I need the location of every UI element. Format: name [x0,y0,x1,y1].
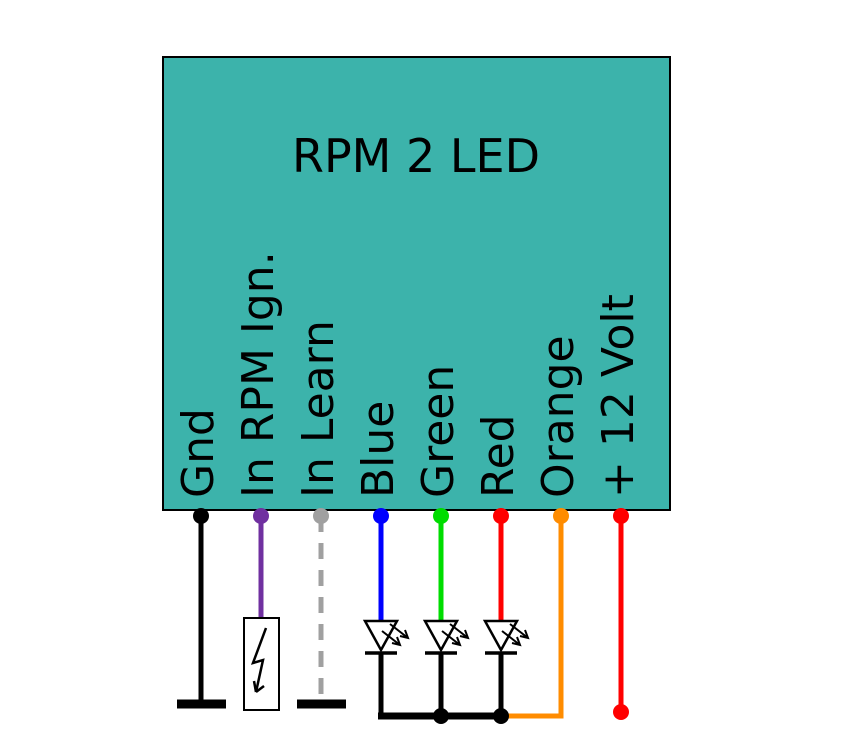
bus-junction-dot-green [433,708,449,724]
wire-end-dot-12volt [613,704,629,720]
pin-dot-green [433,508,449,524]
pin-label-green: Green [413,365,464,498]
led-blue-emission-arrow-1 [381,630,402,647]
ignition-bolt-arrowhead [252,680,265,693]
pin-label-red: Red [473,414,524,498]
module-title: RPM 2 LED [292,129,540,183]
led-blue-emission-arrow-2 [389,623,410,640]
led-red-emission-arrow-1 [501,630,522,647]
module-box [162,56,671,511]
ignition-bolt-icon [250,627,268,693]
pin-dot-orange [553,508,569,524]
pin-dot-12volt [613,508,629,524]
bus-junction-dot-red [493,708,509,724]
pin-label-gnd: Gnd [173,408,224,498]
pin-dot-in-rpm-ign [253,508,269,524]
pin-label-in-rpm-ign: In RPM Ign. [233,251,284,498]
wire-orange [503,516,564,719]
pin-dot-blue [373,508,389,524]
led-green-emission-arrow-1 [441,630,462,647]
pin-label-in-learn: In Learn [293,320,344,498]
pin-dot-in-learn [313,508,329,524]
pin-dot-gnd [193,508,209,524]
led-green-emission-arrow-2 [449,623,470,640]
pin-label-12volt: + 12 Volt [593,294,644,498]
pin-label-blue: Blue [353,401,404,498]
pin-label-orange: Orange [533,335,584,498]
led-red-emission-arrow-2 [509,623,530,640]
pin-dot-red [493,508,509,524]
